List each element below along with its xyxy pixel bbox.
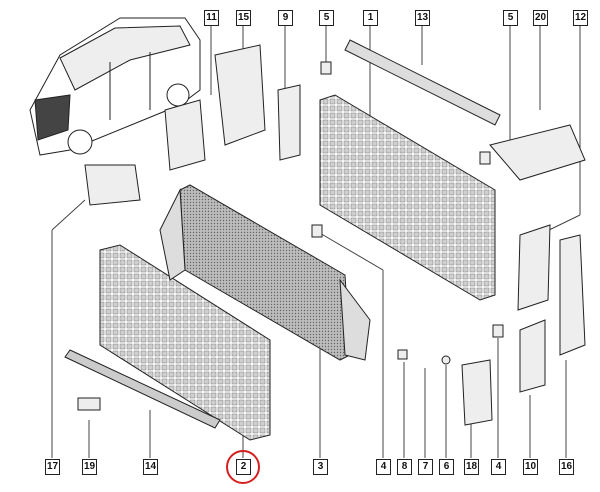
- bracket-10: [519, 319, 546, 393]
- callout-10: 10: [523, 459, 538, 475]
- mount-5a: [320, 61, 332, 75]
- callout-16: 16: [559, 459, 574, 475]
- vehicle-illustration: [29, 17, 201, 156]
- callout-17: 17: [45, 459, 60, 475]
- callout-1: 1: [363, 10, 378, 26]
- callout-18: 18: [464, 459, 479, 475]
- callout-6: 6: [439, 459, 454, 475]
- mount-4b: [492, 324, 504, 338]
- leader-lines: [51, 24, 581, 458]
- duct-20: [489, 124, 586, 181]
- bracket-11: [164, 99, 206, 171]
- main-radiator: [319, 94, 496, 301]
- callout-5b: 5: [503, 10, 518, 26]
- callout-4b: 4: [491, 459, 506, 475]
- plug-19: [77, 397, 101, 411]
- hose: [344, 39, 501, 126]
- callout-4: 4: [376, 459, 391, 475]
- callout-3: 3: [313, 459, 328, 475]
- callout-20: 20: [533, 10, 548, 26]
- deflector-12: [517, 224, 551, 311]
- seal-strip: [64, 349, 221, 429]
- highlight-circle: [226, 450, 260, 484]
- condenser: [99, 244, 271, 441]
- callout-15: 15: [236, 10, 251, 26]
- callout-5: 5: [319, 10, 334, 26]
- mount-4a: [311, 224, 323, 238]
- callout-19: 19: [82, 459, 97, 475]
- callout-14: 14: [143, 459, 158, 475]
- deflector-16: [559, 234, 586, 356]
- callout-9: 9: [278, 10, 293, 26]
- mount-5b: [479, 151, 491, 165]
- callout-12: 12: [573, 10, 588, 26]
- bracket-15: [214, 44, 266, 146]
- bracket-9: [277, 84, 301, 161]
- callout-11: 11: [204, 10, 219, 26]
- bracket-17: [84, 164, 141, 206]
- clip-8: [397, 349, 408, 360]
- callout-8: 8: [397, 459, 412, 475]
- washer-6: [441, 355, 451, 365]
- plate-18: [461, 359, 493, 426]
- callout-7: 7: [418, 459, 433, 475]
- callout-13: 13: [415, 10, 430, 26]
- callout-2: 2: [236, 459, 251, 475]
